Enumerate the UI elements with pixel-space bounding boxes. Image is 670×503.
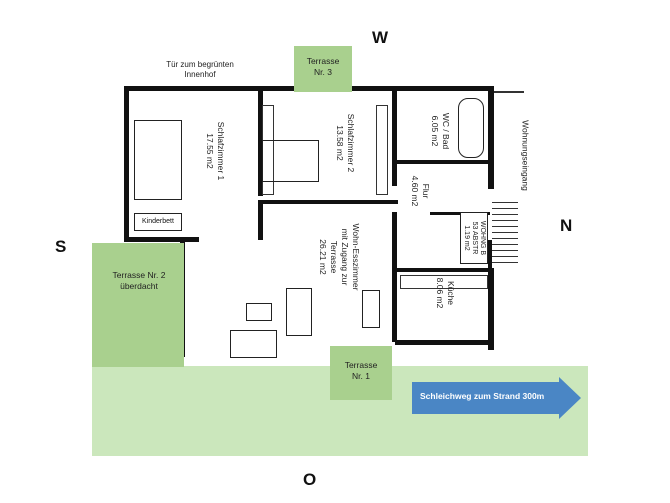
eingang-label: Wohnungseingang (520, 120, 531, 191)
room-flur: Flur 4.60 m2 (410, 175, 431, 207)
compass-north: N (560, 216, 573, 235)
room-kueche: Küche 8.06 m2 (435, 277, 456, 309)
room-schlafzimmer1: Schlafzimmer 1 17.55 m2 (205, 121, 226, 181)
terrasse1-label: Terrasse Nr. 1 (344, 360, 378, 381)
terrasse2-label: Terrasse Nr. 2 überdacht (112, 270, 166, 291)
terrasse3-area (294, 46, 352, 92)
strand-label: Schleichweg zum Strand 300m (420, 391, 545, 401)
compass-west: W (372, 28, 389, 47)
compass-east: O (303, 470, 317, 489)
room-schlafzimmer2: Schlafzimmer 2 13.58 m2 (335, 113, 356, 173)
terrasse2-area (92, 243, 184, 367)
terrasse3-label: Terrasse Nr. 3 (306, 56, 340, 77)
compass-south: S (55, 237, 67, 256)
room-wcbad: WC / Bad 6.05 m2 (430, 112, 451, 150)
kinderbett-label: Kinderbett (134, 213, 182, 231)
innenhof-label: Tür zum begrünten Innenhof (166, 60, 234, 79)
wohnung-label: WOHNG B 53 ABSTR 1.19 m2 (460, 212, 488, 264)
terrasse1-area (330, 346, 392, 400)
room-wohn: Wohn-Esszimmer mit Zugang zur Terrasse 2… (318, 223, 361, 291)
